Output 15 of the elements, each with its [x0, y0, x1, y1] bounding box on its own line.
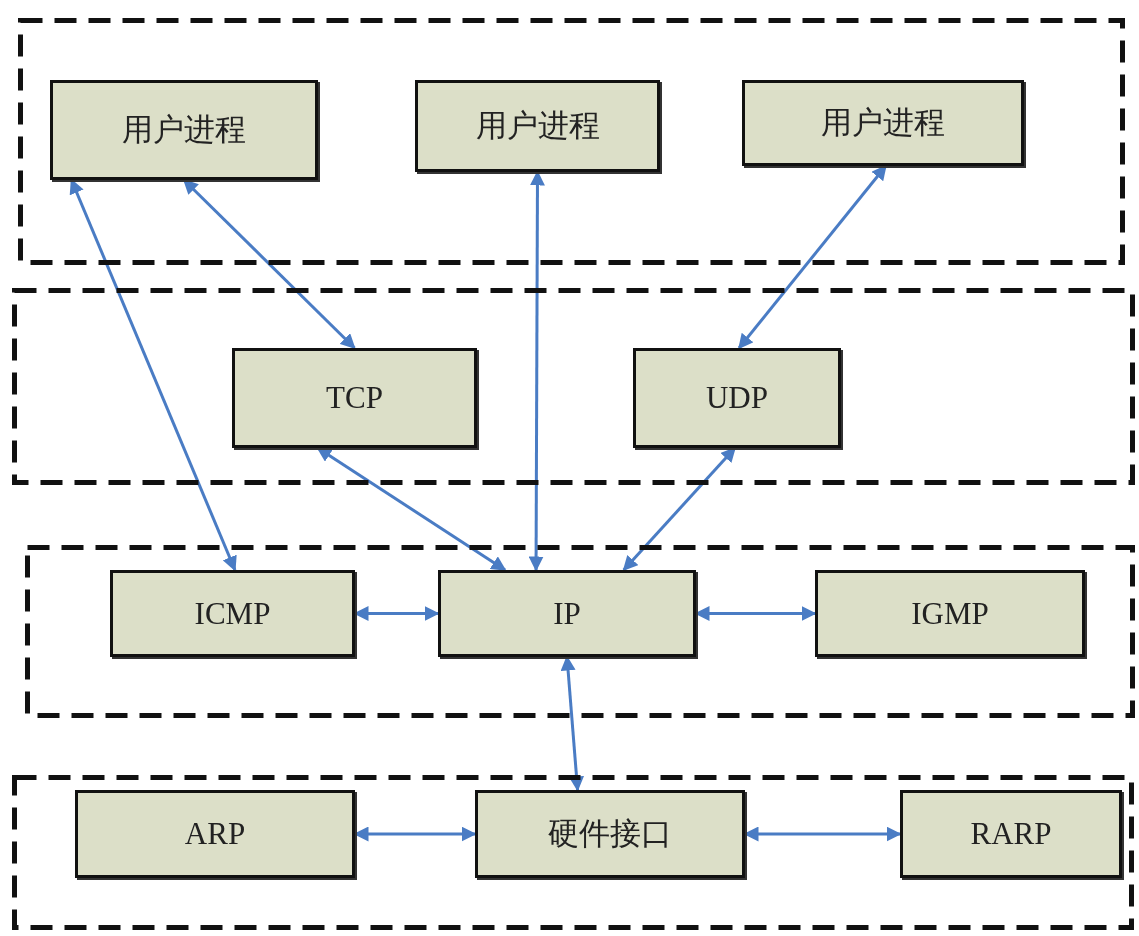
- process-box: 用户进程: [50, 80, 318, 180]
- process-box: UDP: [633, 348, 841, 448]
- process-box: 用户进程: [742, 80, 1024, 166]
- process-box: ICMP: [110, 570, 355, 657]
- layer-band: [25, 545, 1135, 718]
- layer-band: [12, 775, 1134, 930]
- layer-band: [12, 288, 1135, 485]
- process-box: IGMP: [815, 570, 1085, 657]
- process-box: 用户进程: [415, 80, 660, 172]
- process-box: ARP: [75, 790, 355, 878]
- process-box: IP: [438, 570, 696, 657]
- process-box: TCP: [232, 348, 477, 448]
- process-box: 硬件接口: [475, 790, 745, 878]
- process-box: RARP: [900, 790, 1122, 878]
- layer-band: [18, 18, 1125, 265]
